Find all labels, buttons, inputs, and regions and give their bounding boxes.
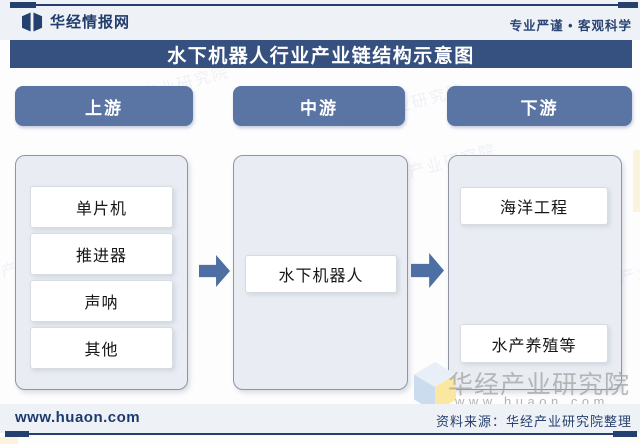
upstream-node: 其他 <box>30 327 173 369</box>
downstream-node: 水产养殖等 <box>460 324 608 363</box>
bottom-rule <box>10 433 630 435</box>
stage-pill-label: 中游 <box>300 98 338 118</box>
downstream-node: 海洋工程 <box>460 187 608 225</box>
stage-pill-upstream: 上游 <box>15 86 193 126</box>
brand-name: 华经情报网 <box>50 14 131 31</box>
page-title: 水下机器人行业产业链结构示意图 <box>167 45 475 67</box>
header-strip <box>0 0 640 40</box>
midstream-node: 水下机器人 <box>245 255 397 293</box>
stage-pill-downstream: 下游 <box>447 86 632 126</box>
title-bar: 水下机器人行业产业链结构示意图 <box>10 40 632 68</box>
top-rule <box>10 4 630 6</box>
bottom-rule-left-cap <box>5 431 29 437</box>
footer-strip <box>0 404 640 433</box>
huajing-logo-icon <box>22 11 43 32</box>
top-rule-left-cap <box>10 2 36 8</box>
bottom-rule-right-cap <box>613 431 637 437</box>
footer-source-note: 资料来源：华经产业研究院整理 <box>435 414 632 429</box>
stage-pill-midstream: 中游 <box>233 86 405 126</box>
flow-arrow-right-icon <box>411 253 444 288</box>
watermark-color-artifact <box>0 437 18 444</box>
watermark-org-text: 华经产业研究院 <box>448 371 631 399</box>
upstream-node: 推进器 <box>30 233 173 275</box>
huaon-cube-logo-watermark <box>414 362 456 412</box>
brand-tagline: 专业严谨 • 客观科学 <box>509 19 632 33</box>
stage-pill-label: 下游 <box>520 98 559 118</box>
stage-pill-label: 上游 <box>85 98 123 118</box>
flow-arrow-right-icon <box>199 255 230 287</box>
watermark-color-artifact <box>633 150 640 212</box>
top-rule-right-cap <box>618 2 638 8</box>
upstream-node: 声呐 <box>30 280 173 322</box>
brand-logo[interactable]: 华经情报网 <box>22 11 130 32</box>
footer-website-link[interactable]: www.huaon.com <box>15 409 141 426</box>
upstream-node: 单片机 <box>30 186 173 228</box>
